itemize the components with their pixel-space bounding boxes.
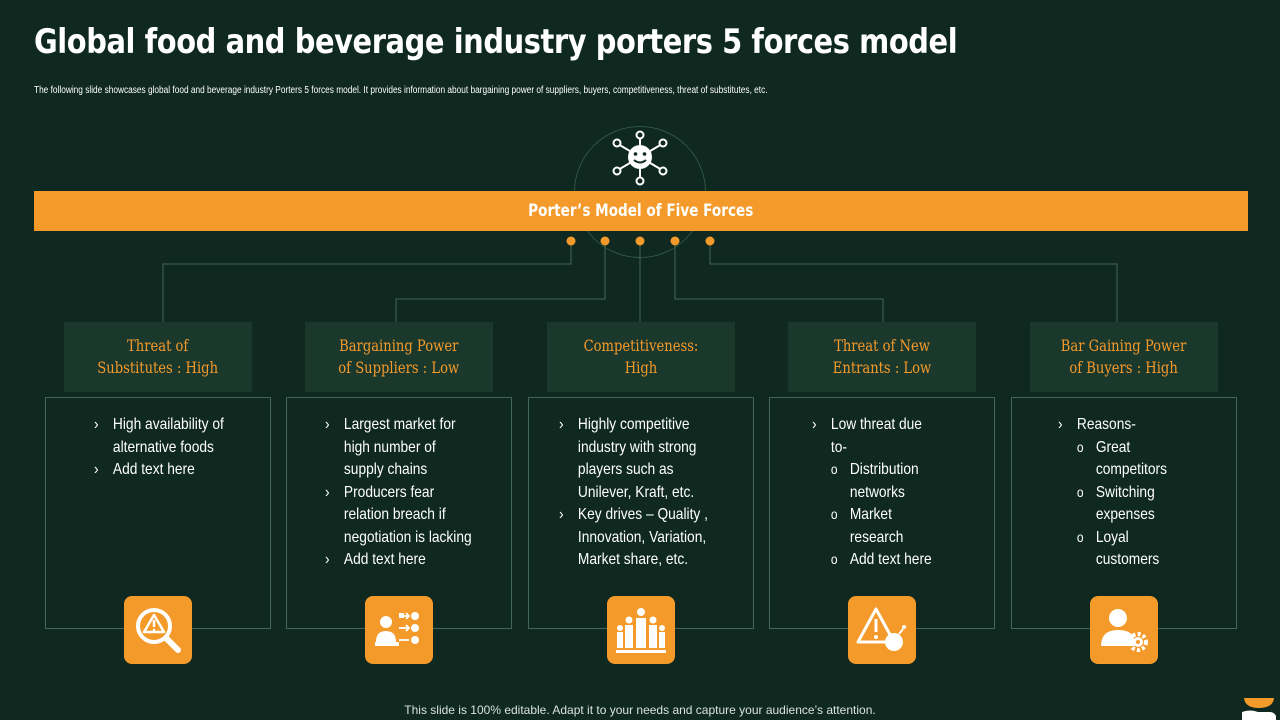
five-forces-banner: Porter’s Model of Five Forces [34,191,1248,231]
force-details-substitutes: ›High availability of alternative foods … [45,397,271,629]
bullet-mark: › [812,416,817,433]
bullet-mark: › [559,416,564,433]
bullet-mark: › [325,416,330,433]
bullet-list: ›Largest market for high number of suppl… [325,414,496,572]
force-details-suppliers: ›Largest market for high number of suppl… [286,397,512,629]
sub-bullet-mark: o [830,461,838,477]
sub-bullet-mark: o [1076,438,1084,455]
sub-bullet-mark: o [1076,483,1084,500]
list-item: ›Add text here [325,549,472,572]
list-item: ›Key drives – Quality , Innovation, Vari… [559,506,708,568]
list-item: ›Largest market for high number of suppl… [325,416,456,478]
slide-title: Global food and beverage industry porter… [34,22,958,62]
list-item: ›Producers fear relation breach if negot… [325,483,472,546]
force-heading-new-entrants: Threat of New Entrants : Low [788,322,976,392]
force-heading-substitutes: Threat of Substitutes : High [64,322,252,392]
list-item: ›High availability of alternative foods [94,416,224,456]
bullet-mark: › [325,551,330,568]
force-heading-suppliers: Bargaining Power of Suppliers : Low [305,322,493,392]
sub-bullet-mark: o [1076,528,1084,545]
force-heading-text: Threat of New Entrants : Low [832,336,932,377]
bullet-list: ›High availability of alternative foods … [94,414,245,482]
bullet-mark: › [325,483,330,501]
bullet-mark: › [94,416,99,433]
footer-note: This slide is 100% editable. Adapt it to… [404,703,876,717]
list-item: ›Add text here [94,459,224,482]
sub-bullet-mark: o [830,506,838,522]
bullet-mark: › [1058,416,1063,433]
warning-magnifier-icon [124,596,192,664]
force-heading-buyers: Bar Gaining Power of Buyers : High [1030,322,1218,392]
list-item: ›Reasons- [1058,414,1167,437]
sub-bullet-mark: o [830,551,838,567]
force-heading-text: Bar Gaining Power of Buyers : High [1061,336,1187,377]
force-heading-text: Threat of Substitutes : High [97,336,219,377]
banner-label: Porter’s Model of Five Forces [528,201,754,221]
bullet-mark: › [94,461,99,478]
warning-bomb-icon [848,596,916,664]
list-item: ›Highly competitive industry with strong… [559,416,697,501]
network-hub-icon [612,130,668,186]
slide-subtitle: The following slide showcases global foo… [34,85,768,96]
supplier-network-icon [365,596,433,664]
bullet-list: ›Highly competitive industry with strong… [559,414,732,572]
force-heading-competitiveness: Competitiveness: High [547,322,735,392]
force-heading-text: Competitiveness: High [583,336,699,377]
competitors-podium-icon [607,596,675,664]
force-heading-text: Bargaining Power of Suppliers : Low [338,336,460,377]
brand-logo-icon [1242,698,1276,720]
buyer-gear-icon [1090,596,1158,664]
list-item: ›Low threat due to- [812,416,922,456]
force-details-competitiveness: ›Highly competitive industry with strong… [528,397,754,629]
bullet-mark: › [559,506,564,523]
